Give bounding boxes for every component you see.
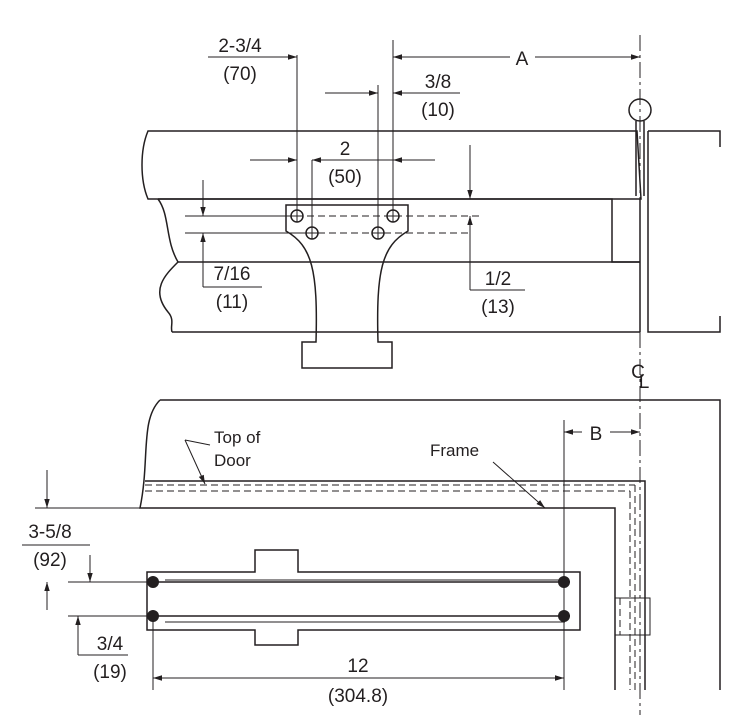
jamb-right	[647, 130, 721, 333]
label-2-3-4: 2-3/4	[218, 36, 262, 57]
label-top-of: Top of	[214, 428, 261, 447]
door-top-slab	[139, 399, 721, 690]
label-10: (10)	[421, 100, 455, 121]
top-elevation-view	[141, 40, 721, 369]
closer-mount-holes	[147, 576, 570, 622]
label-B: B	[590, 424, 603, 445]
door-left-break	[157, 198, 179, 333]
label-19: (19)	[93, 662, 127, 683]
label-304-8: (304.8)	[328, 686, 388, 707]
bottom-plan-view	[22, 399, 721, 690]
label-2: 2	[340, 139, 351, 160]
label-12: 12	[347, 656, 368, 677]
frame-header	[141, 130, 642, 200]
label-11: (11)	[216, 292, 248, 313]
centerline-symbol-c: C	[631, 362, 645, 383]
arm-shoe-bracket	[285, 204, 409, 369]
label-3-8: 3/8	[425, 72, 451, 93]
label-92: (92)	[33, 550, 67, 571]
label-door: Door	[214, 451, 251, 470]
closer-body	[146, 549, 581, 646]
label-1-2: 1/2	[485, 269, 511, 290]
label-A: A	[516, 49, 529, 70]
door-upper-band	[158, 198, 640, 263]
label-frame: Frame	[430, 441, 479, 460]
label-7-16: 7/16	[214, 264, 251, 285]
frame-outline	[145, 480, 646, 690]
dimension-labels: 2-3/4 (70) A 3/8 (10) 2 (50) 7/16 (11) 1…	[28, 36, 649, 707]
bracket-holes	[290, 209, 400, 240]
hinge-leaf	[635, 121, 645, 196]
centerline-symbol-l: L	[639, 372, 650, 393]
label-3-4: 3/4	[97, 634, 124, 655]
label-3-5-8: 3-5/8	[28, 522, 71, 543]
label-13: (13)	[481, 297, 515, 318]
label-70: (70)	[223, 64, 257, 85]
label-50: (50)	[328, 167, 362, 188]
